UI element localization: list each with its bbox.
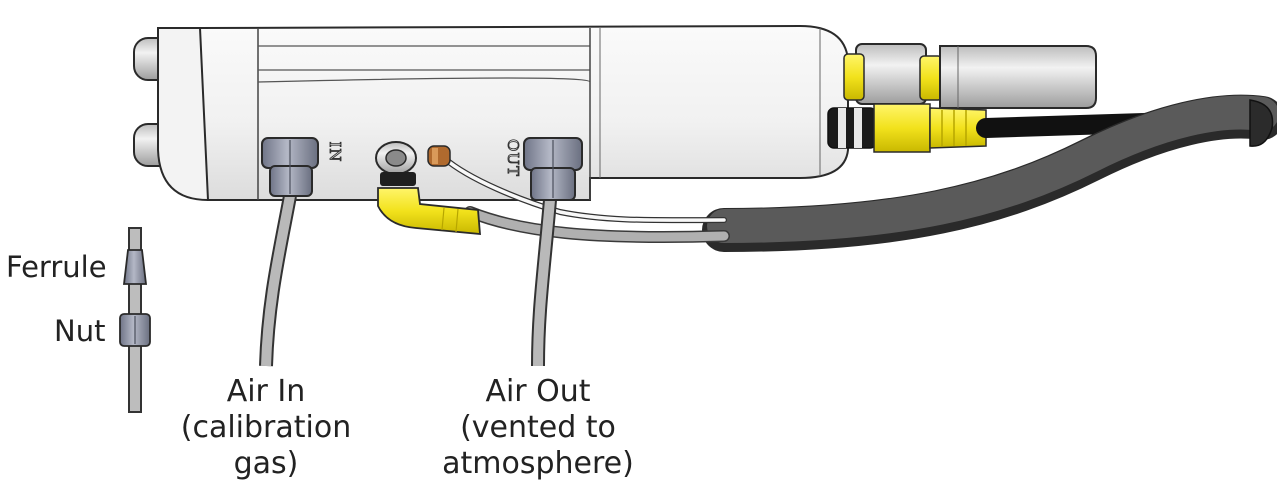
air-out-callout-line3: atmosphere) [442,446,634,481]
air-in-tube [261,195,295,367]
air-in-callout: Air In (calibration gas) [176,374,356,482]
center-connector [375,141,481,235]
air-out-callout-line2: (vented to [460,410,616,445]
main-cable-jacket-highlight [707,95,1277,243]
ferrule-shape [122,249,148,285]
sensor-head [843,43,1097,109]
air-out-callout-line1: Air Out [485,374,591,409]
air-out-callout: Air Out (vented to atmosphere) [438,374,638,482]
air-in-callout-line2: (calibration [180,410,352,445]
inlet-port-mark: IN [326,141,344,162]
signal-lead-gray-fill [465,207,729,242]
outlet-port-mark: OUT [504,139,522,177]
sense-port [427,145,451,167]
air-in-callout-line3: gas) [233,446,299,481]
ferrule-label: Ferrule [6,250,107,284]
air-in-callout-line1: Air In [226,374,306,409]
air-out-fitting [523,137,583,201]
sensor-body [133,24,849,201]
ferrule-nut-detail [119,227,151,413]
white-sense-wire-fill [442,156,726,222]
cable-end-cap [1249,99,1274,147]
air-out-tube [533,199,555,367]
cable-connector [827,103,987,153]
nut-label: Nut [54,314,106,348]
air-in-fitting [261,137,319,197]
